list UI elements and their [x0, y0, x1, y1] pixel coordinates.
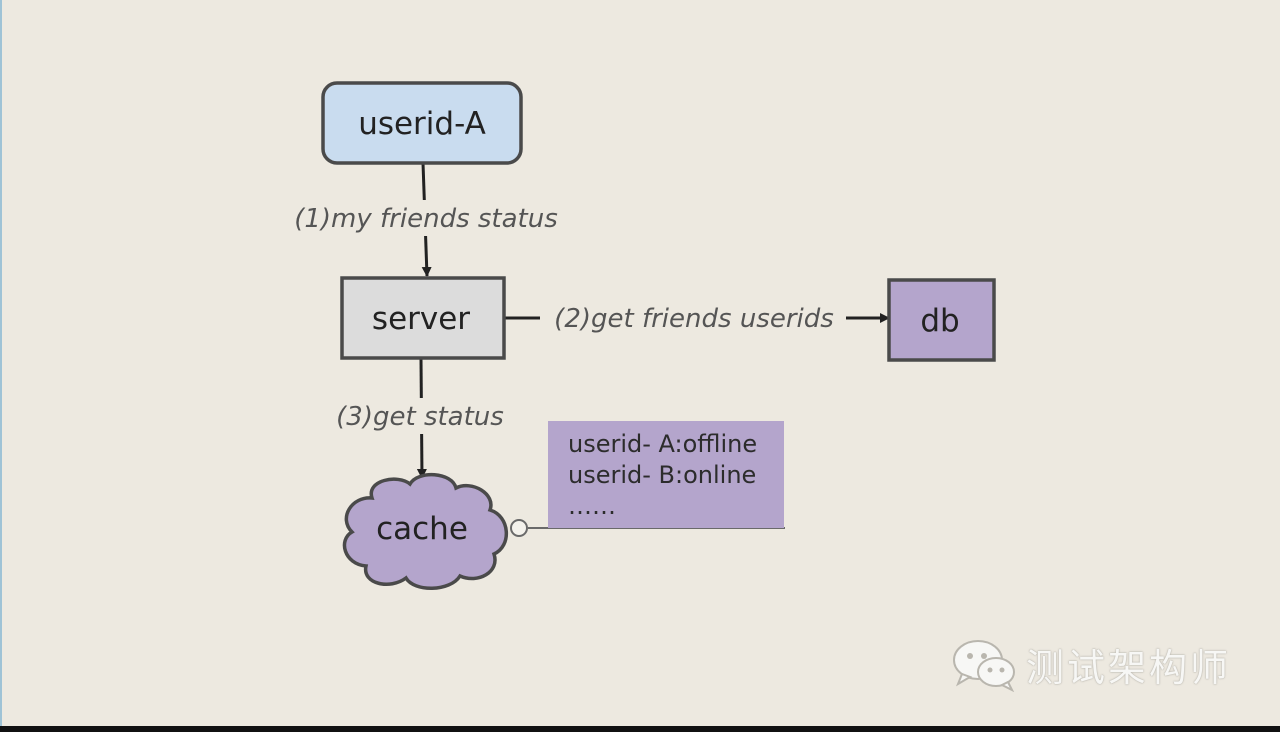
node-cache-label: cache	[376, 511, 468, 547]
edge-label-bg	[285, 200, 567, 236]
watermark-text: 测试架构师	[1026, 645, 1232, 690]
note-connector-dot	[510, 519, 528, 537]
wechat-icon	[953, 640, 1015, 692]
node-db-label: db	[920, 303, 959, 339]
cache-note-line-3: ……	[568, 492, 616, 520]
node-db	[887, 278, 996, 362]
edge-label-get-friends-userids: (2)get friends userids	[554, 304, 834, 334]
edge-label-bg	[328, 398, 512, 434]
edge-label-my-friends-status: (1)my friends status	[294, 204, 558, 234]
node-server-label: server	[372, 301, 470, 337]
node-user	[321, 81, 523, 165]
watermark: 测试架构师	[950, 636, 1231, 692]
bottom-bar	[0, 726, 1280, 732]
cache-note	[548, 421, 784, 528]
node-cache-cloud	[342, 472, 509, 590]
left-edge-line	[0, 0, 2, 732]
node-server	[340, 276, 506, 360]
cache-note-line-2: userid- B:online	[568, 461, 756, 489]
node-user-label: userid-A	[358, 106, 486, 142]
edge-label-get-status: (3)get status	[336, 402, 504, 432]
cache-note-line-1: userid- A:offline	[568, 430, 757, 458]
